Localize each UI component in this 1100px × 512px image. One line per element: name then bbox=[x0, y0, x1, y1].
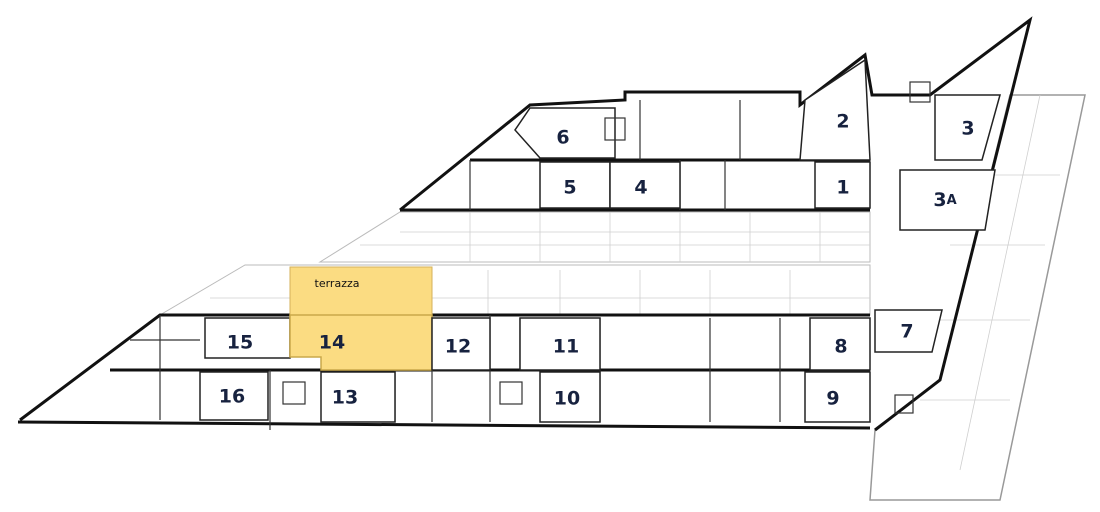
unit-10[interactable] bbox=[539, 371, 601, 423]
unit-label-3: 3 bbox=[961, 118, 974, 140]
unit-label-3a: 3A bbox=[933, 189, 956, 211]
units bbox=[199, 58, 1001, 423]
balcony-grid bbox=[158, 211, 871, 316]
unit-label-9: 9 bbox=[826, 388, 839, 410]
unit-label-16: 16 bbox=[219, 386, 245, 408]
unit-2[interactable] bbox=[799, 58, 871, 161]
unit-4[interactable] bbox=[609, 161, 681, 209]
unit-label-2: 2 bbox=[836, 111, 849, 133]
terrace-label: terrazza bbox=[315, 277, 360, 290]
unit-label-14: 14 bbox=[319, 332, 345, 354]
unit-11[interactable] bbox=[519, 317, 601, 371]
unit-label-11: 11 bbox=[553, 336, 579, 358]
stair-core-icon bbox=[604, 117, 626, 141]
unit-label-5: 5 bbox=[563, 177, 576, 199]
unit-label-7: 7 bbox=[900, 321, 913, 343]
unit-3a[interactable] bbox=[899, 169, 996, 231]
unit-14[interactable] bbox=[289, 314, 433, 371]
unit-label-10: 10 bbox=[554, 388, 580, 410]
unit-label-3a-suffix: A bbox=[947, 193, 957, 208]
unit-7[interactable] bbox=[874, 309, 943, 353]
unit-9[interactable] bbox=[804, 371, 871, 423]
unit-13[interactable] bbox=[320, 371, 396, 423]
unit-label-4: 4 bbox=[634, 177, 647, 199]
unit-8[interactable] bbox=[809, 317, 871, 371]
unit-16[interactable] bbox=[199, 371, 269, 421]
unit-label-12: 12 bbox=[445, 336, 471, 358]
unit-3[interactable] bbox=[934, 94, 1001, 161]
terrace-unit-14[interactable] bbox=[289, 266, 433, 316]
unit-label-8: 8 bbox=[834, 336, 847, 358]
unit-label-1: 1 bbox=[836, 177, 849, 199]
unit-label-13: 13 bbox=[332, 387, 358, 409]
unit-label-15: 15 bbox=[227, 332, 253, 354]
lift-icon bbox=[894, 394, 914, 414]
stair-core-icon bbox=[499, 381, 523, 405]
unit-labels: 6 2 3 5 4 1 3A 15 14 12 11 8 7 16 13 10 … bbox=[219, 111, 975, 410]
unit-1[interactable] bbox=[814, 161, 871, 209]
unit-6[interactable] bbox=[514, 107, 616, 159]
unit-label-3a-number: 3 bbox=[933, 189, 946, 211]
unit-12[interactable] bbox=[431, 317, 491, 371]
unit-15[interactable] bbox=[204, 317, 291, 359]
lift-icon bbox=[909, 81, 931, 103]
stair-core-icon bbox=[282, 381, 306, 405]
unit-label-6: 6 bbox=[556, 127, 569, 149]
